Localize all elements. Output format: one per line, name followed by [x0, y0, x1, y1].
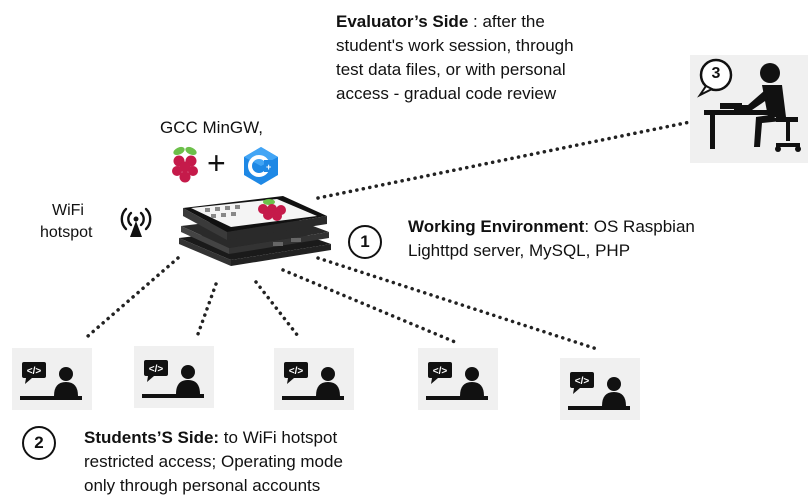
students-number: 2: [22, 426, 56, 460]
environment-line-1: : OS Raspbian: [584, 217, 695, 236]
cpp-logo-icon: +: [244, 147, 278, 185]
evaluator-number: 3: [711, 65, 721, 82]
student-coder-icon: </>: [142, 360, 204, 398]
link-to-student-3: [254, 280, 300, 338]
evaluator-line-4: access - gradual code review: [336, 84, 557, 103]
evaluator-workstation-icon: 3: [690, 55, 808, 163]
svg-text:</>: </>: [575, 376, 590, 387]
link-to-student-4: [281, 268, 457, 344]
wifi-line-2: hotspot: [40, 224, 93, 241]
student-workstation-2: </>: [134, 346, 214, 408]
student-coder-icon: </>: [426, 362, 488, 400]
environment-description: Working Environment: OS Raspbian Lighttp…: [408, 215, 695, 263]
evaluator-description: Evaluator’s Side : after the student's w…: [336, 10, 574, 106]
students-line-2: restricted access; Operating mode: [84, 452, 343, 471]
environment-number: 1: [348, 225, 382, 259]
students-line-1: to WiFi hotspot: [219, 428, 338, 447]
plus-sign: +: [207, 145, 226, 181]
students-description: Students’S Side: to WiFi hotspot restric…: [84, 426, 343, 498]
svg-text:</>: </>: [27, 366, 42, 377]
compiler-label: GCC MinGW,: [160, 118, 263, 137]
link-to-evaluator: [316, 120, 692, 200]
svg-text:</>: </>: [149, 364, 164, 375]
compiler-logos: + +: [165, 143, 285, 185]
student-workstation-5: </>: [560, 358, 640, 420]
student-coder-icon: </>: [282, 362, 344, 400]
environment-title: Working Environment: [408, 217, 585, 236]
link-to-student-5: [316, 256, 602, 352]
evaluator-line-3: test data files, or with personal: [336, 60, 566, 79]
link-to-student-1: [86, 256, 180, 338]
student-coder-icon: </>: [20, 362, 82, 400]
svg-text:</>: </>: [289, 366, 304, 377]
evaluator-title: Evaluator’s Side: [336, 12, 469, 31]
svg-text:+: +: [266, 162, 271, 172]
students-title: Students’S Side:: [84, 428, 220, 447]
raspberry-pi-logo-icon: [172, 146, 198, 183]
environment-line-2: Lighttpd server, MySQL, PHP: [408, 241, 631, 260]
svg-text:</>: </>: [433, 366, 448, 377]
wifi-line-1: WiFi: [52, 202, 84, 219]
wifi-hotspot-label: WiFi hotspot: [40, 200, 92, 244]
student-workstation-4: </>: [418, 348, 498, 410]
students-line-3: only through personal accounts: [84, 476, 321, 495]
evaluator-line-2: student's work session, through: [336, 36, 574, 55]
student-workstation-3: </>: [274, 348, 354, 410]
evaluator-line-1: : after the: [468, 12, 545, 31]
student-coder-icon: </>: [568, 372, 630, 410]
raspberry-pi-device-icon: [175, 186, 335, 270]
link-to-student-2: [196, 282, 218, 336]
wifi-antenna-icon: [120, 207, 152, 237]
student-workstation-1: </>: [12, 348, 92, 410]
